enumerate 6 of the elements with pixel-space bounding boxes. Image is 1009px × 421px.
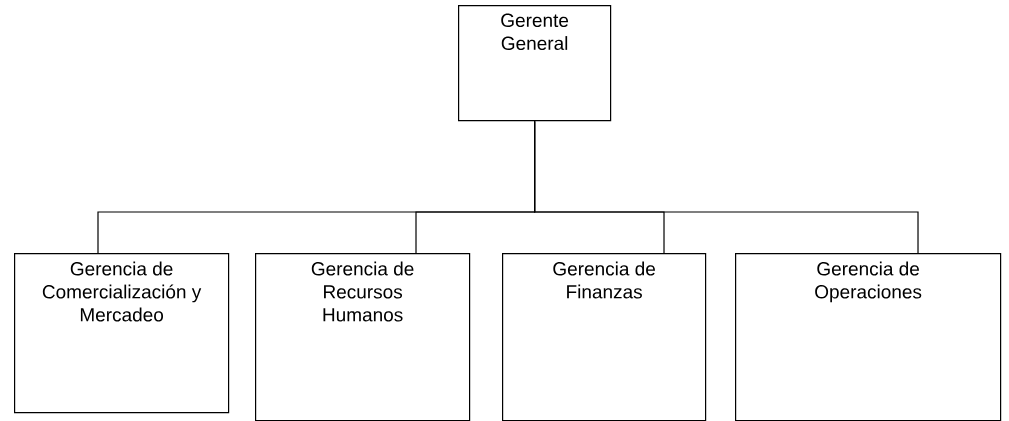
org-box: Gerencia de Recursos Humanos: [255, 253, 471, 421]
org-box: Gerencia de Finanzas: [502, 253, 707, 421]
connector-line: [534, 120, 919, 254]
org-box: Gerente General: [458, 5, 612, 122]
org-box: Gerencia de Comercialización y Mercadeo: [14, 253, 230, 414]
org-box: Gerencia de Operaciones: [735, 253, 1002, 421]
